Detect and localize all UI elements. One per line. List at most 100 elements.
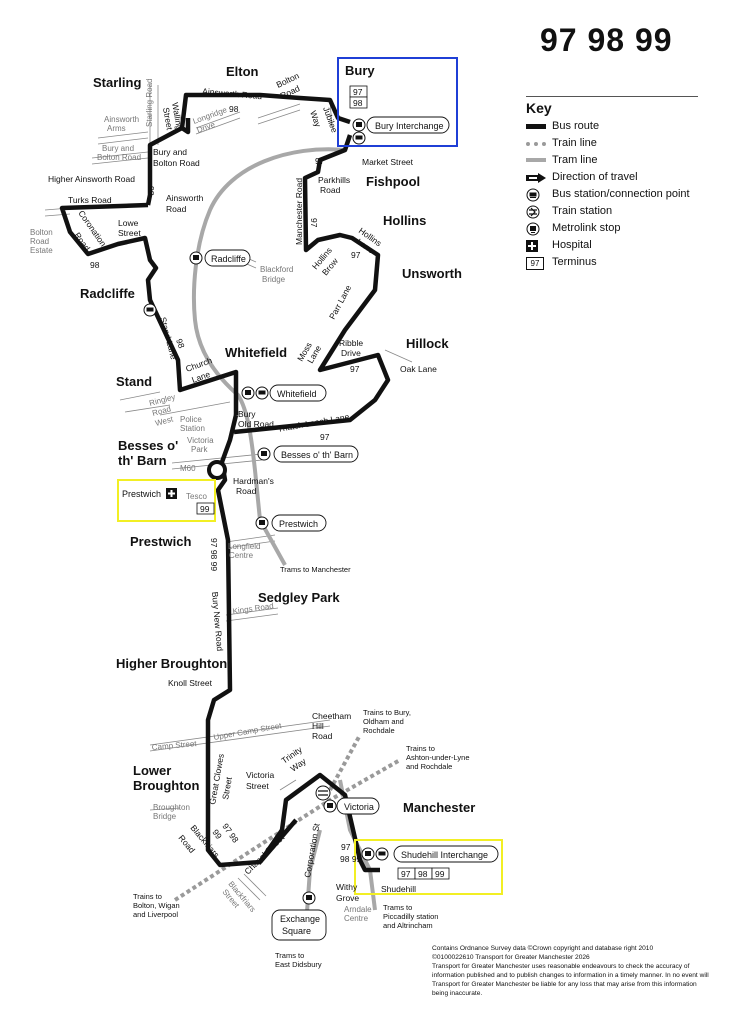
road-kings: Kings Road (232, 601, 274, 616)
road-shudehill: Shudehill (381, 884, 416, 894)
place-prestwich: Prestwich (130, 534, 191, 549)
road-blackford: Blackford (260, 265, 293, 274)
place-bury: Bury (345, 63, 375, 78)
tesco-terminus: 99 (196, 502, 215, 515)
stop-besses: Besses o' th' Barn (281, 450, 353, 460)
road-hardmans-2: Road (236, 486, 257, 496)
radcliffe-metrolink-icon (189, 251, 203, 265)
shudehill-terminus-97: 97 (401, 869, 411, 879)
route-label-98-stand: 98 (174, 337, 187, 350)
road-market-street: Market Street (362, 157, 414, 167)
whitefield-bus-station-icon (255, 386, 269, 400)
stop-pills (204, 116, 499, 941)
metrolink-icon (526, 222, 540, 236)
bury-terminus: 97 98 (349, 85, 368, 109)
bus-station-icon (526, 188, 540, 202)
route-label-97-manchester-road: 97 (309, 218, 319, 228)
stop-shudehill-interchange: Shudehill Interchange (401, 850, 488, 860)
place-lower-broughton-2: Broughton (133, 778, 199, 793)
road-trams-didsbury: Trams to (275, 951, 304, 960)
prestwich-highlight-box (117, 479, 216, 522)
shudehill-bus-station-icon (375, 847, 389, 861)
road-broughton-bridge: Broughton (153, 803, 190, 812)
route-label-97-hollins: 97 (351, 250, 361, 260)
shudehill-metrolink-icon (361, 847, 375, 861)
station-icons (143, 118, 389, 905)
place-higher-broughton: Higher Broughton (116, 656, 227, 671)
road-trains-ashton: Trains to (406, 744, 435, 753)
whitefield-metrolink-icon (241, 386, 255, 400)
route-label-98-elton: 98 (229, 104, 239, 114)
credits: Contains Ordnance Survey data ©Crown cop… (432, 944, 712, 998)
key-terminus: Terminus (552, 256, 597, 268)
road-withy: Withy (336, 882, 358, 892)
train-station-icon (526, 205, 540, 219)
road-hardmans: Hardman's (233, 476, 274, 486)
road-ainsworth-2: Road (166, 204, 187, 214)
key-divider (526, 96, 698, 97)
route-label-bury-new-road: 97 98 99 (209, 538, 219, 571)
road-starling: Starling Road (145, 79, 154, 127)
road-bury-old: Bury (238, 409, 256, 419)
place-fishpool: Fishpool (366, 174, 420, 189)
road-victoria-street: Victoria (246, 770, 274, 780)
place-stand: Stand (116, 374, 152, 389)
road-ribble: Ribble (339, 338, 363, 348)
road-ribble-2: Drive (341, 348, 361, 358)
credits-line-1: Contains Ordnance Survey data ©Crown cop… (432, 945, 654, 952)
road-bolton-estate: Bolton (30, 228, 53, 237)
road-knoll: Knoll Street (168, 678, 213, 688)
credits-line-3: Transport for Greater Manchester uses re… (432, 963, 709, 997)
bury-highlight-box (337, 57, 458, 147)
bury-terminus-98: 98 (353, 98, 363, 108)
bus-route (59, 92, 391, 873)
road-corporation: Corporation St (302, 822, 321, 878)
road-victoria-park-2: Park (191, 445, 208, 454)
road-trams-didsbury-2: East Didsbury (275, 960, 322, 969)
road-parr-lane: Parr Lane (327, 283, 353, 321)
place-besses-2: th' Barn (118, 453, 167, 468)
road-ainsworth-top: Ainsworth Road (202, 86, 263, 101)
prestwich-hospital-icon (166, 488, 177, 499)
road-bury-old-2: Old Road (238, 419, 274, 429)
key-train-station: Train station (552, 205, 613, 217)
shudehill-terminus-99: 99 (435, 869, 445, 879)
key-hospital: Hospital (552, 239, 592, 251)
road-trains-bolton: Trains to (133, 892, 162, 901)
place-radcliffe: Radcliffe (80, 286, 135, 301)
road-bury-new: Bury New Road (210, 591, 225, 651)
key-metrolink: Metrolink stop (552, 222, 621, 234)
direction-arrow-icon (526, 173, 546, 183)
road-lowe: Lowe (118, 218, 139, 228)
shudehill-highlight-box (354, 839, 503, 895)
road-tesco: Tesco (186, 492, 207, 501)
road-longfield: Longfield (228, 542, 260, 551)
victoria-metrolink-icon (323, 799, 337, 813)
road-jubilee-way: Way (308, 109, 323, 129)
place-unsworth: Unsworth (402, 266, 462, 281)
road-parkhills: Parkhills (318, 175, 350, 185)
bury-terminus-97: 97 (353, 87, 363, 97)
road-bury-bolton-grey: Bury and (102, 144, 134, 153)
credits-line-2: ©0100022610 Transport for Greater Manche… (432, 954, 590, 961)
road-trams-piccadilly: Trams to (383, 903, 412, 912)
stop-prestwich: Prestwich (279, 519, 318, 529)
train-line-icon (526, 142, 546, 146)
road-victoria-street-2: Street (246, 781, 269, 791)
place-elton: Elton (226, 64, 259, 79)
road-church: Church (184, 355, 213, 374)
road-oak-lane: Oak Lane (400, 364, 437, 374)
road-thatch-leach: Thatch Leach Lane (277, 411, 351, 434)
shudehill-terminus: 97 98 99 (397, 867, 450, 880)
besses-metrolink-icon (257, 447, 271, 461)
road-manchester: Manchester Road (294, 178, 304, 245)
road-m60: M60 (180, 464, 196, 473)
road-parkhills-2: Road (320, 185, 341, 195)
stop-whitefield: Whitefield (277, 389, 317, 399)
key-bus-station: Bus station/connection point (552, 188, 690, 200)
road-trains-ashton-3: and Rochdale (406, 762, 452, 771)
radcliffe-bus-station-icon (143, 303, 157, 317)
road-ainsworth: Ainsworth (166, 193, 204, 203)
road-victoria-park: Victoria (187, 436, 214, 445)
